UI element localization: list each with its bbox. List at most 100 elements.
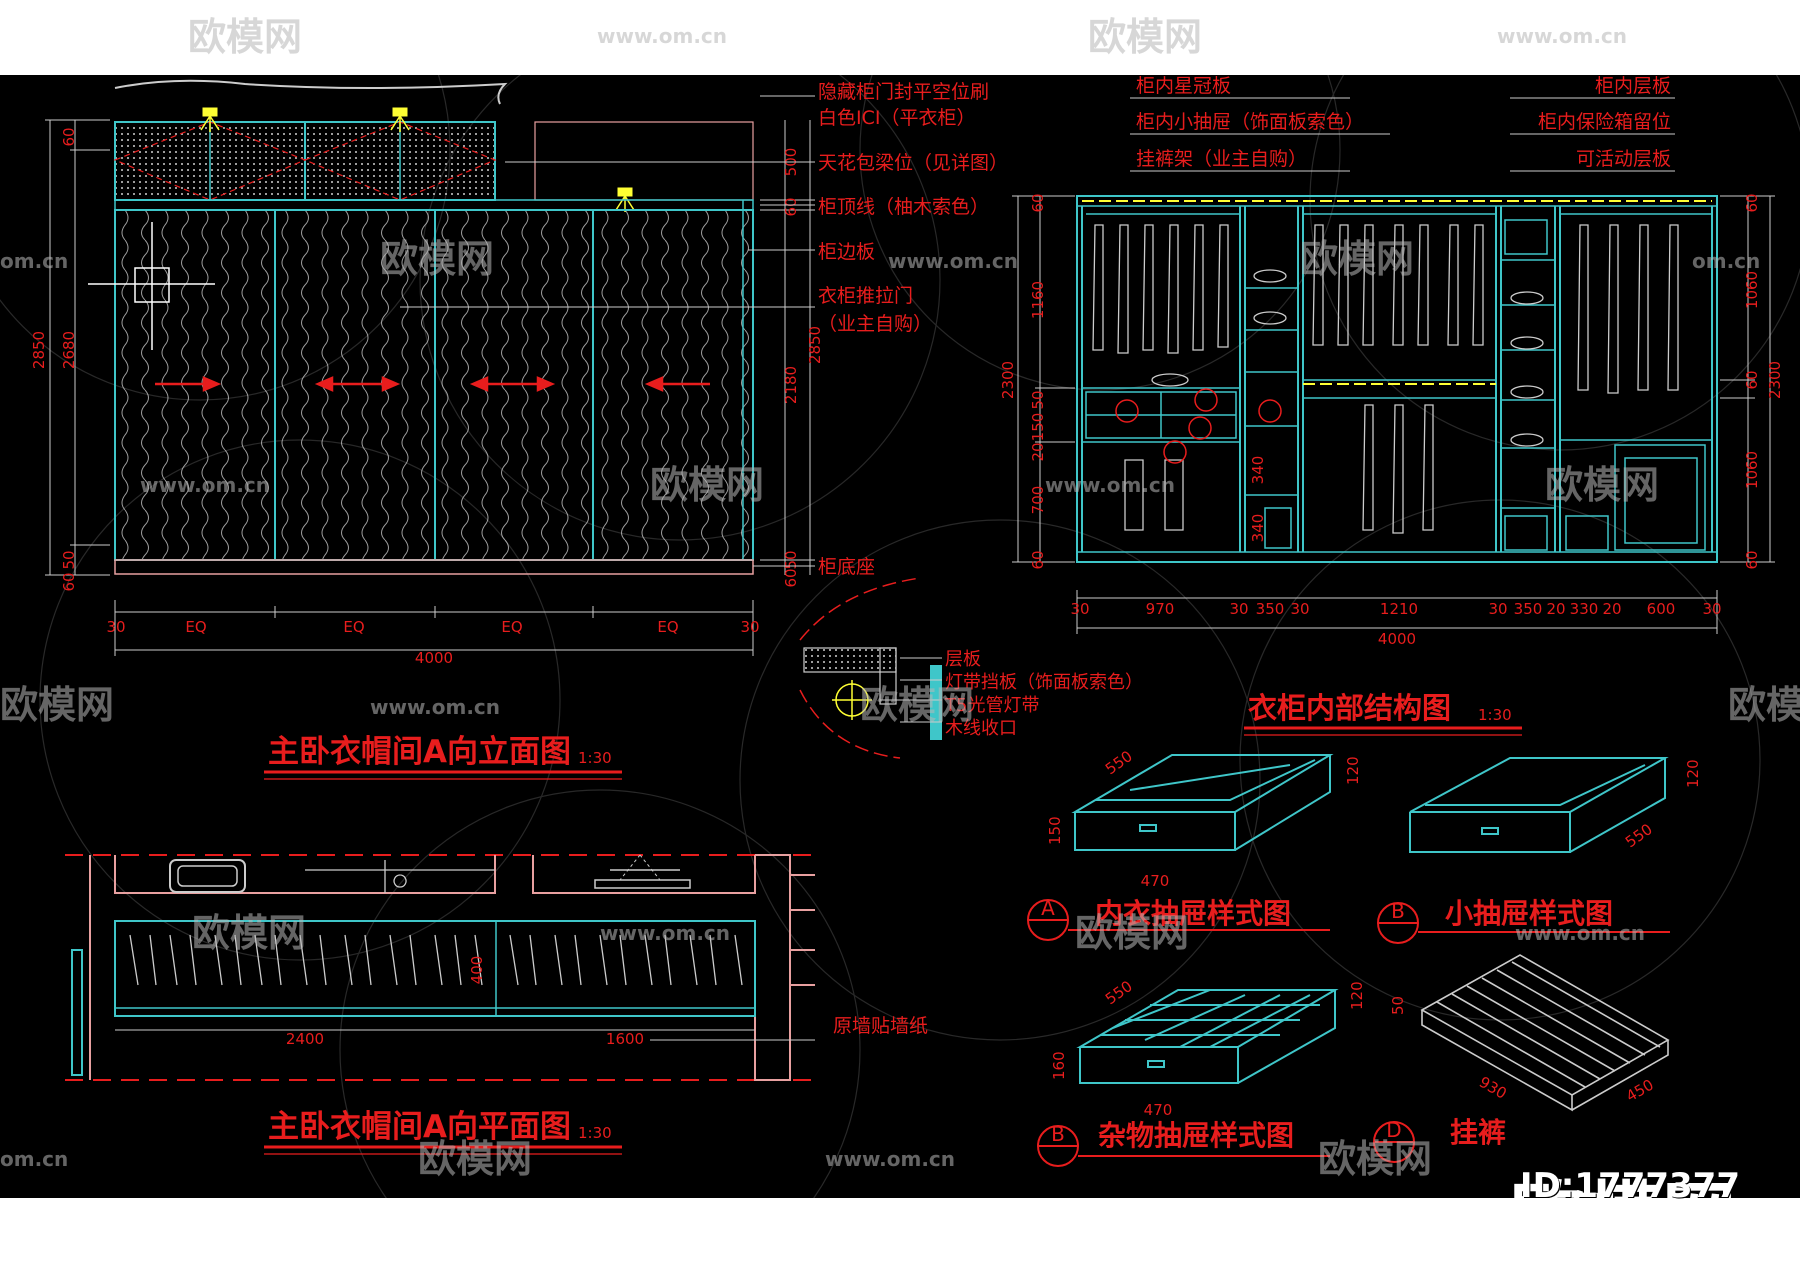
interior-dim-bottom-5: 1210 (1380, 600, 1418, 618)
elev-dim-left-top: 60 (60, 127, 78, 146)
watermark-logo-4: 欧模网 (1545, 463, 1659, 507)
watermark-logo-5: 欧模网 (0, 683, 114, 727)
interior-dim-bottom-3: 350 (1256, 600, 1285, 618)
detail-label-shelf: 层板 (945, 649, 981, 670)
drawer-d-dim-1: 930 (1476, 1073, 1510, 1103)
interior-dim-bottom-7: 350 (1514, 600, 1543, 618)
elev-dim-bottom-3: EQ (501, 618, 522, 636)
interior-dim-left-6: 700 (1029, 486, 1047, 515)
interior-dim-left-0: 60 (1029, 193, 1047, 212)
watermark-logo-3: 欧模网 (650, 463, 764, 507)
watermarks-canvas: 欧模网 欧模网 欧模网 欧模网 欧模网 欧模网 欧模网 欧模网 欧模网 欧模网 … (0, 237, 1800, 1181)
brand-logo-overlay: 欧模网 (1510, 1157, 1738, 1198)
drawer-c-title: 杂物抽屉样式图 (1098, 1119, 1294, 1152)
interior-dim-right-4: 1060 (1743, 451, 1761, 489)
interior-note-movable-shelf: 可活动层板 (1576, 148, 1671, 170)
drawer-a-marker: A (1041, 896, 1055, 920)
light-strip-detail[interactable]: 层板 灯带挡板（饰面板索色） T5光管灯带 木线收口 (799, 577, 1143, 759)
drawer-d-title: 挂裤 (1450, 1116, 1506, 1149)
top-watermark-band (0, 0, 1800, 75)
watermark-url-8: www.om.cn (600, 921, 730, 945)
drawer-a-title: 内衣抽屉样式图 (1095, 897, 1291, 930)
drawer-d-dim-2: 450 (1623, 1076, 1657, 1106)
drawer-b-drawing[interactable] (1409, 757, 1669, 853)
elev-dim-left-base: 50 (60, 550, 78, 569)
plan-title: 主卧衣帽间A向平面图 (268, 1109, 571, 1145)
interior-dim-right-5: 60 (1743, 550, 1761, 569)
elev-dim-right-top: 60 (782, 197, 800, 216)
elevation-drawing[interactable]: 60 2850 2680 50 60 500 60 2180 2850 50 6… (30, 79, 1008, 780)
watermark-logo-2: 欧模网 (1300, 237, 1414, 281)
watermark-url-5: www.om.cn (1045, 473, 1175, 497)
drawer-b-dim-0: 120 (1684, 759, 1702, 788)
drawer-b-caption: B 小抽屉样式图 (1377, 897, 1670, 944)
elev-note-hidden-door: 隐藏柜门封平空位刷 (818, 81, 989, 103)
elev-note-paint: 白色ICI（平衣柜） (818, 107, 975, 129)
drawer-a-drawing[interactable] (1071, 754, 1334, 851)
elev-dim-right-base: 50 (782, 550, 800, 569)
drawer-b-dim-1: 550 (1622, 820, 1656, 851)
plan-drawing[interactable]: 2400 1600 400 原墙贴墙纸 主卧衣帽间A向平面图 1:30 (65, 854, 928, 1155)
drawer-d-marker: D (1386, 1118, 1401, 1142)
interior-dim-left-5: 20 (1029, 442, 1047, 461)
interior-note-trouser-rack: 挂裤架（业主自购） (1136, 148, 1307, 170)
watermark-url-6: www.om.cn (370, 695, 500, 719)
watermark-logo-7: 欧模网 (860, 683, 974, 727)
cad-drawing-svg: 60 2850 2680 50 60 500 60 2180 2850 50 6… (0, 75, 1800, 1198)
drawer-c-marker: B (1051, 1122, 1065, 1146)
top-watermark-url-1: www.om.cn (597, 24, 727, 48)
elev-dim-left-bottom: 60 (60, 572, 78, 591)
drawer-a-dim-1: 120 (1344, 756, 1362, 785)
brand-id-label: ID:1777377 (1519, 1166, 1740, 1206)
elev-dim-left-door: 2680 (60, 331, 78, 369)
drawer-b-dims: 120 550 (1622, 759, 1702, 851)
drawer-b-marker: B (1391, 899, 1405, 923)
interior-dim-right-0: 60 (1743, 193, 1761, 212)
interior-dim-bottom-8: 20 (1546, 600, 1565, 618)
drawer-c-dims: 550 120 160 470 (1050, 977, 1366, 1119)
drawer-c-dim-0: 550 (1102, 977, 1136, 1008)
drawer-a-dim-0: 550 (1102, 747, 1136, 778)
plan-scale: 1:30 (578, 1124, 612, 1142)
interior-scale: 1:30 (1478, 706, 1512, 724)
plan-dim-depth: 400 (468, 956, 486, 985)
interior-note-safe: 柜内保险箱留位 (1538, 111, 1671, 133)
drawer-a-caption: A 内衣抽屉样式图 (1027, 896, 1330, 941)
watermark-url-2: om.cn (1692, 249, 1760, 273)
watermark-url-1: www.om.cn (888, 249, 1018, 273)
watermark-logo-11: 欧模网 (1318, 1137, 1432, 1181)
interior-dim-bottom-6: 30 (1488, 600, 1507, 618)
drawer-d-drawing[interactable] (1420, 954, 1670, 1112)
bottom-white-band (0, 1198, 1800, 1272)
watermark-logo-8: 欧模网 (192, 911, 306, 955)
elev-total-width: 4000 (415, 649, 453, 667)
elev-dim-right-door: 2180 (782, 366, 800, 404)
elevation-scale: 1:30 (578, 749, 612, 767)
elev-note-owner-buy: （业主自购） (818, 313, 932, 335)
plan-dim-right: 1600 (606, 1030, 644, 1048)
interior-dim-mid-1: 340 (1249, 514, 1267, 543)
watermark-url-7: www.om.cn (1515, 921, 1645, 945)
interior-dim-bottom-2: 30 (1229, 600, 1248, 618)
interior-dim-right-3: 2300 (1766, 361, 1784, 399)
watermark-logo-1: 欧模网 (380, 237, 494, 281)
interior-dim-left-7: 60 (1029, 550, 1047, 569)
elev-note-top-line: 柜顶线（柚木索色） (818, 196, 989, 218)
elev-note-beam: 天花包梁位（见详图） (818, 152, 1008, 174)
elev-dim-right-total: 2850 (806, 326, 824, 364)
cad-drawing-canvas[interactable]: 60 2850 2680 50 60 500 60 2180 2850 50 6… (0, 75, 1800, 1198)
top-watermark-url-2: www.om.cn (1497, 24, 1627, 48)
drawer-c-drawing[interactable] (1076, 989, 1339, 1084)
detail-label-light: T5光管灯带 (944, 695, 1039, 716)
interior-structure-drawing[interactable]: 柜内星冠板 柜内小抽屉（饰面板索色） 挂裤架（业主自购） 柜内层板 柜内保险箱留… (999, 75, 1784, 736)
interior-dim-bottom-1: 970 (1146, 600, 1175, 618)
elevation-title: 主卧衣帽间A向立面图 (268, 734, 571, 770)
plan-dim-left: 2400 (286, 1030, 324, 1048)
drawer-c-caption: B 杂物抽屉样式图 (1037, 1119, 1330, 1167)
drawer-a-dims: 550 120 150 470 (1046, 747, 1362, 890)
watermark-logo-9: 欧模网 (1075, 911, 1189, 955)
watermark-url-3: om.cn (0, 249, 68, 273)
elev-dim-bottom-1: EQ (185, 618, 206, 636)
detail-label-trim: 木线收口 (945, 718, 1017, 739)
drawer-a-dim-2: 150 (1046, 816, 1064, 845)
